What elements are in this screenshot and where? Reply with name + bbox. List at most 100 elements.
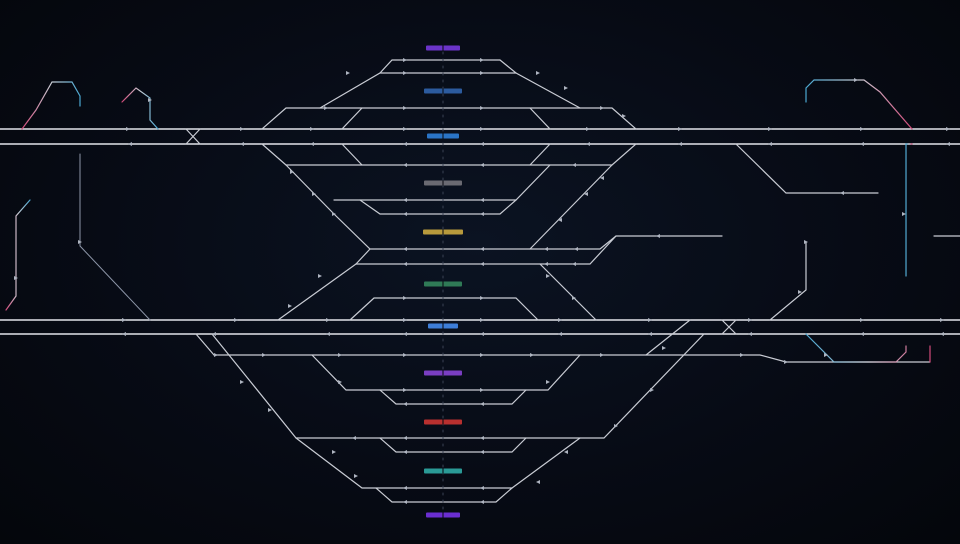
signal-marker[interactable] xyxy=(480,58,484,62)
signal-marker[interactable] xyxy=(784,360,788,364)
upper-platform-track-8c[interactable] xyxy=(355,248,371,265)
lower-platform-track-7[interactable] xyxy=(375,487,513,503)
signal-marker[interactable] xyxy=(480,142,484,146)
signal-marker[interactable] xyxy=(860,142,864,146)
platform-tag[interactable] xyxy=(428,323,458,329)
signal-marker[interactable] xyxy=(546,380,550,384)
upper-platform-track-2[interactable] xyxy=(261,107,637,130)
signal-marker[interactable] xyxy=(354,474,358,478)
signal-marker[interactable] xyxy=(564,450,568,454)
signal-marker[interactable] xyxy=(558,332,562,336)
signal-marker[interactable] xyxy=(480,332,484,336)
upper-platform-track-4[interactable] xyxy=(285,164,723,250)
signal-marker[interactable] xyxy=(558,218,562,222)
platform-tag[interactable] xyxy=(424,281,462,287)
signal-marker[interactable] xyxy=(860,332,864,336)
upper-platform-track-6[interactable] xyxy=(359,199,517,215)
platform-tag[interactable] xyxy=(426,45,460,51)
upper-platform-track-8[interactable] xyxy=(355,235,617,265)
signal-marker[interactable] xyxy=(480,402,484,406)
signal-marker[interactable] xyxy=(572,163,576,167)
signal-marker[interactable] xyxy=(290,170,294,174)
signal-marker[interactable] xyxy=(648,318,652,322)
upper-platform-track-3b[interactable] xyxy=(341,143,551,166)
signal-marker[interactable] xyxy=(536,480,540,484)
right-spur-hook[interactable] xyxy=(805,79,913,130)
lower-platform-track-6[interactable] xyxy=(379,437,527,453)
signal-marker[interactable] xyxy=(240,380,244,384)
right-spur-siding[interactable] xyxy=(735,143,879,194)
signal-marker[interactable] xyxy=(678,127,682,131)
signal-marker[interactable] xyxy=(480,106,484,110)
upper-platform-track-2b[interactable] xyxy=(341,107,551,130)
signal-marker[interactable] xyxy=(312,192,316,196)
signal-marker[interactable] xyxy=(860,318,864,322)
signal-marker[interactable] xyxy=(403,58,407,62)
signal-marker[interactable] xyxy=(840,191,844,195)
signal-marker[interactable] xyxy=(326,332,330,336)
signal-marker[interactable] xyxy=(662,346,666,350)
signal-marker[interactable] xyxy=(403,198,407,202)
signal-marker[interactable] xyxy=(403,486,407,490)
lower-platform-track-1b[interactable] xyxy=(195,333,215,356)
signal-marker[interactable] xyxy=(403,436,407,440)
signal-marker[interactable] xyxy=(403,71,407,75)
lower-platform-track-4[interactable] xyxy=(211,333,705,439)
signal-marker[interactable] xyxy=(586,142,590,146)
signal-marker[interactable] xyxy=(78,240,82,244)
signal-marker[interactable] xyxy=(480,71,484,75)
signal-marker[interactable] xyxy=(748,332,752,336)
platform-tag[interactable] xyxy=(426,512,460,518)
left-spur-hook-b[interactable] xyxy=(121,87,159,130)
signal-marker[interactable] xyxy=(480,318,484,322)
right-spur-diag[interactable] xyxy=(769,241,807,321)
signal-marker[interactable] xyxy=(678,142,682,146)
signal-marker[interactable] xyxy=(824,353,828,357)
signal-marker[interactable] xyxy=(480,486,484,490)
platform-tag[interactable] xyxy=(424,88,462,94)
signal-marker[interactable] xyxy=(854,78,858,82)
upper-platform-track-8b[interactable] xyxy=(277,263,357,321)
signal-marker[interactable] xyxy=(544,262,548,266)
signal-marker[interactable] xyxy=(318,274,322,278)
signal-marker[interactable] xyxy=(946,142,950,146)
signal-marker[interactable] xyxy=(403,450,407,454)
upper-platform-track-1[interactable] xyxy=(319,72,517,109)
signal-marker[interactable] xyxy=(656,234,660,238)
platform-tag[interactable] xyxy=(424,370,462,376)
signal-marker[interactable] xyxy=(564,86,568,90)
signal-marker[interactable] xyxy=(940,318,944,322)
signal-marker[interactable] xyxy=(14,276,18,280)
signal-marker[interactable] xyxy=(480,163,484,167)
upper-platform-track-7[interactable] xyxy=(529,164,613,250)
upper-platform-track-3[interactable] xyxy=(261,143,637,166)
signal-marker[interactable] xyxy=(332,450,336,454)
signal-marker[interactable] xyxy=(310,127,314,131)
signal-marker[interactable] xyxy=(214,353,218,357)
platform-tag[interactable] xyxy=(423,229,463,235)
signal-marker[interactable] xyxy=(403,142,407,146)
signal-marker[interactable] xyxy=(480,198,484,202)
signal-marker[interactable] xyxy=(650,388,654,392)
signal-marker[interactable] xyxy=(480,247,484,251)
upper-crossover[interactable] xyxy=(185,128,201,145)
signal-marker[interactable] xyxy=(346,71,350,75)
signal-marker[interactable] xyxy=(126,127,130,131)
signal-marker[interactable] xyxy=(332,212,336,216)
signal-marker[interactable] xyxy=(310,142,314,146)
signal-marker[interactable] xyxy=(480,436,484,440)
signal-marker[interactable] xyxy=(600,353,604,357)
platform-tag[interactable] xyxy=(424,180,462,186)
signal-marker[interactable] xyxy=(546,274,550,278)
upper-platform-track-9[interactable] xyxy=(539,263,597,321)
signal-marker[interactable] xyxy=(480,353,484,357)
signal-marker[interactable] xyxy=(324,106,328,110)
signal-marker[interactable] xyxy=(600,106,604,110)
signal-marker[interactable] xyxy=(352,436,356,440)
signal-marker[interactable] xyxy=(338,380,342,384)
platform-tag[interactable] xyxy=(427,133,459,139)
signal-marker[interactable] xyxy=(288,304,292,308)
signal-marker[interactable] xyxy=(530,353,534,357)
